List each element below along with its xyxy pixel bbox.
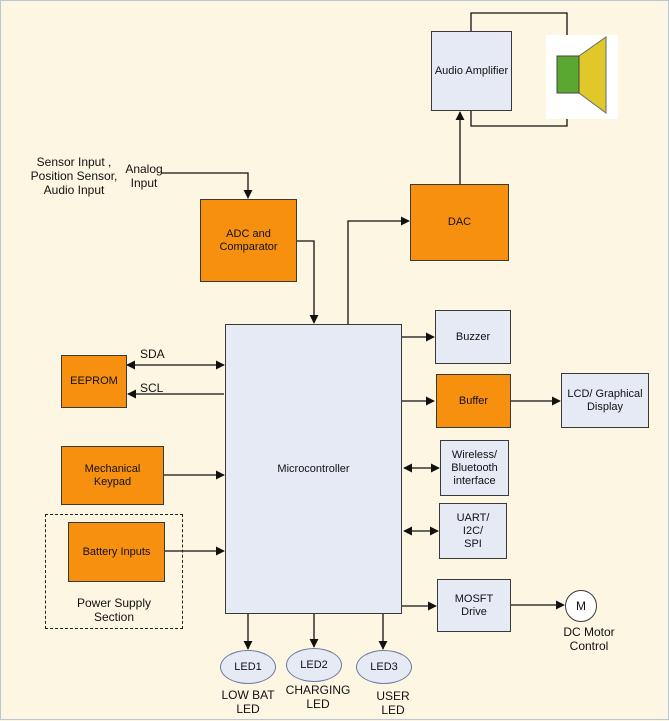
adc-comparator-block: ADC and Comparator: [200, 199, 297, 282]
led3: LED3: [356, 650, 412, 684]
speaker-icon: [546, 35, 618, 119]
wireless-bluetooth-block: Wireless/ Bluetooth interface: [440, 440, 509, 496]
mcu-to-dac-arrow: [347, 216, 410, 324]
uart-i2c-spi-block: UART/ I2C/ SPI: [439, 503, 507, 559]
eeprom-block: EEPROM: [61, 355, 127, 408]
mosfet-drive-block: MOSFT Drive: [437, 579, 511, 632]
led1: LED1: [220, 650, 276, 684]
microcontroller-block: Microcontroller: [225, 324, 402, 614]
sensor-input-label: Sensor Input , Position Sensor, Audio In…: [30, 155, 118, 197]
analog-to-adc-arrow: [161, 172, 253, 199]
led2-caption: CHARGING LED: [285, 683, 351, 711]
power-supply-label: Power Supply Section: [76, 596, 152, 624]
audio-amplifier-block: Audio Amplifier: [431, 31, 512, 111]
dac-block: DAC: [410, 184, 509, 261]
amp-speaker-wire: [470, 12, 568, 56]
analog-input-label: Analog Input: [125, 162, 163, 190]
buzzer-block: Buzzer: [435, 310, 511, 364]
mechanical-keypad-block: Mechanical Keypad: [61, 446, 164, 505]
battery-inputs-block: Battery Inputs: [68, 522, 165, 582]
sda-label: SDA: [140, 347, 165, 361]
scl-label: SCL: [140, 381, 164, 395]
led1-caption: LOW BAT LED: [221, 688, 275, 716]
lcd-display-block: LCD/ Graphical Display: [561, 373, 649, 428]
power-supply-section: [45, 514, 183, 629]
dc-motor-icon: M: [565, 590, 597, 622]
adc-to-mcu-arrow: [297, 240, 319, 324]
led2: LED2: [286, 648, 342, 682]
dc-motor-control-label: DC Motor Control: [563, 625, 615, 653]
buffer-block: Buffer: [436, 374, 511, 428]
led3-caption: USER LED: [376, 689, 410, 717]
